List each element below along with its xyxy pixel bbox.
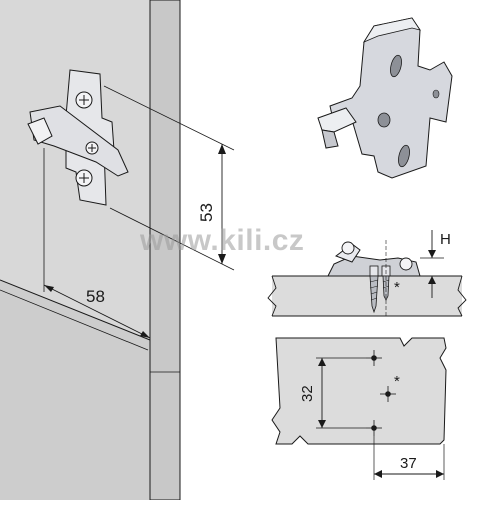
dimension-edge-offset: 37 [373,436,445,480]
dimension-width: 58 [43,148,151,339]
plan-hole-middle [380,386,396,402]
plate-slot-bottom [398,144,410,168]
screw-bottom [75,169,93,187]
plan-panel [271,337,447,445]
plan-asterisk: * [394,373,400,390]
plan-view: * 32 37 [271,337,447,480]
cabinet-edge-line [0,279,151,341]
cabinet-bottom-panel [0,280,150,500]
cabinet-view: 58 53 [0,0,235,501]
dimension-width-label: 58 [86,287,105,306]
dimension-hole-spacing-label: 32 [299,385,316,402]
section-view: * H [267,230,467,317]
mounting-plate-detail [317,17,453,179]
plate-slot-top [390,54,402,78]
plate-detail-tab-lower [321,129,339,149]
plan-hole-bottom [366,420,382,436]
section-screw-head [341,241,355,255]
dimension-h: H [420,230,451,298]
dimension-edge-offset-label: 37 [400,455,417,472]
dimension-h-label: H [440,231,451,248]
section-screw-head [399,257,413,271]
plate-detail-rim [362,17,421,43]
dimension-height-label: 53 [197,203,216,222]
plate-hole-side [432,89,440,99]
section-screw [369,265,379,314]
plate-clip-tab [27,117,53,145]
dimension-hole-spacing: 32 [299,357,366,429]
plate-hole-middle [377,112,391,128]
plate-detail-body [329,17,453,179]
section-asterisk: * [394,279,400,296]
plan-hole-top [366,350,382,366]
cabinet-edge-line [0,289,149,351]
mounting-plate-installed [27,69,129,206]
dimension-height: 53 [103,85,235,271]
screw-top [75,91,93,109]
watermark-text: www.kili.cz [139,224,304,257]
screw-middle [85,141,99,155]
plate-detail-tab [317,107,357,133]
